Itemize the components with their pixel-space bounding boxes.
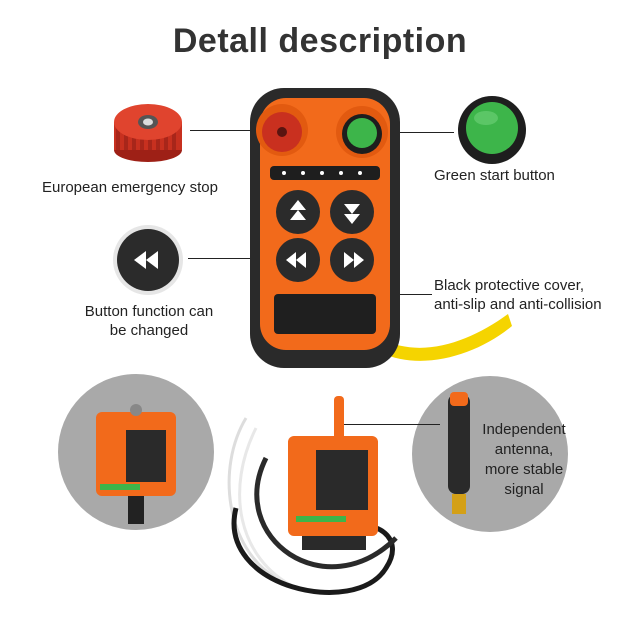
antenna-detail-image — [412, 376, 568, 532]
button-function-label: Button function can be changed — [74, 302, 224, 340]
emergency-stop-leader-line — [190, 130, 282, 131]
rewind-button-image — [113, 225, 183, 295]
antenna-leader-line — [344, 424, 440, 425]
antenna-line4: signal — [504, 481, 544, 498]
green-start-leader-line — [362, 132, 454, 133]
emergency-stop-label: European emergency stop — [42, 179, 218, 196]
green-start-label: Green start button — [434, 167, 555, 184]
button-function-line1: Button function can — [84, 303, 214, 320]
green-start-button-image — [458, 96, 526, 164]
protective-cover-label: Black protective cover, anti-slip and an… — [434, 276, 602, 314]
receiver-detail-image — [58, 374, 214, 530]
protective-cover-line1: Black protective cover, — [434, 277, 585, 294]
emergency-stop-knob-image — [114, 104, 182, 162]
antenna-label: Independent antenna, more stable signal — [474, 420, 574, 500]
button-function-leader-line — [188, 258, 280, 259]
protective-cover-line2: anti-slip and anti-collision — [434, 296, 602, 313]
page-title: Detall description — [172, 22, 468, 60]
remote-control-image — [250, 88, 512, 368]
button-function-line2: be changed — [109, 322, 189, 339]
antenna-line3: more stable — [484, 461, 564, 478]
antenna-line2: antenna, — [494, 441, 554, 458]
protective-cover-leader-line — [390, 294, 432, 295]
receiver-unit-image — [227, 396, 398, 595]
antenna-line1: Independent — [482, 421, 566, 438]
